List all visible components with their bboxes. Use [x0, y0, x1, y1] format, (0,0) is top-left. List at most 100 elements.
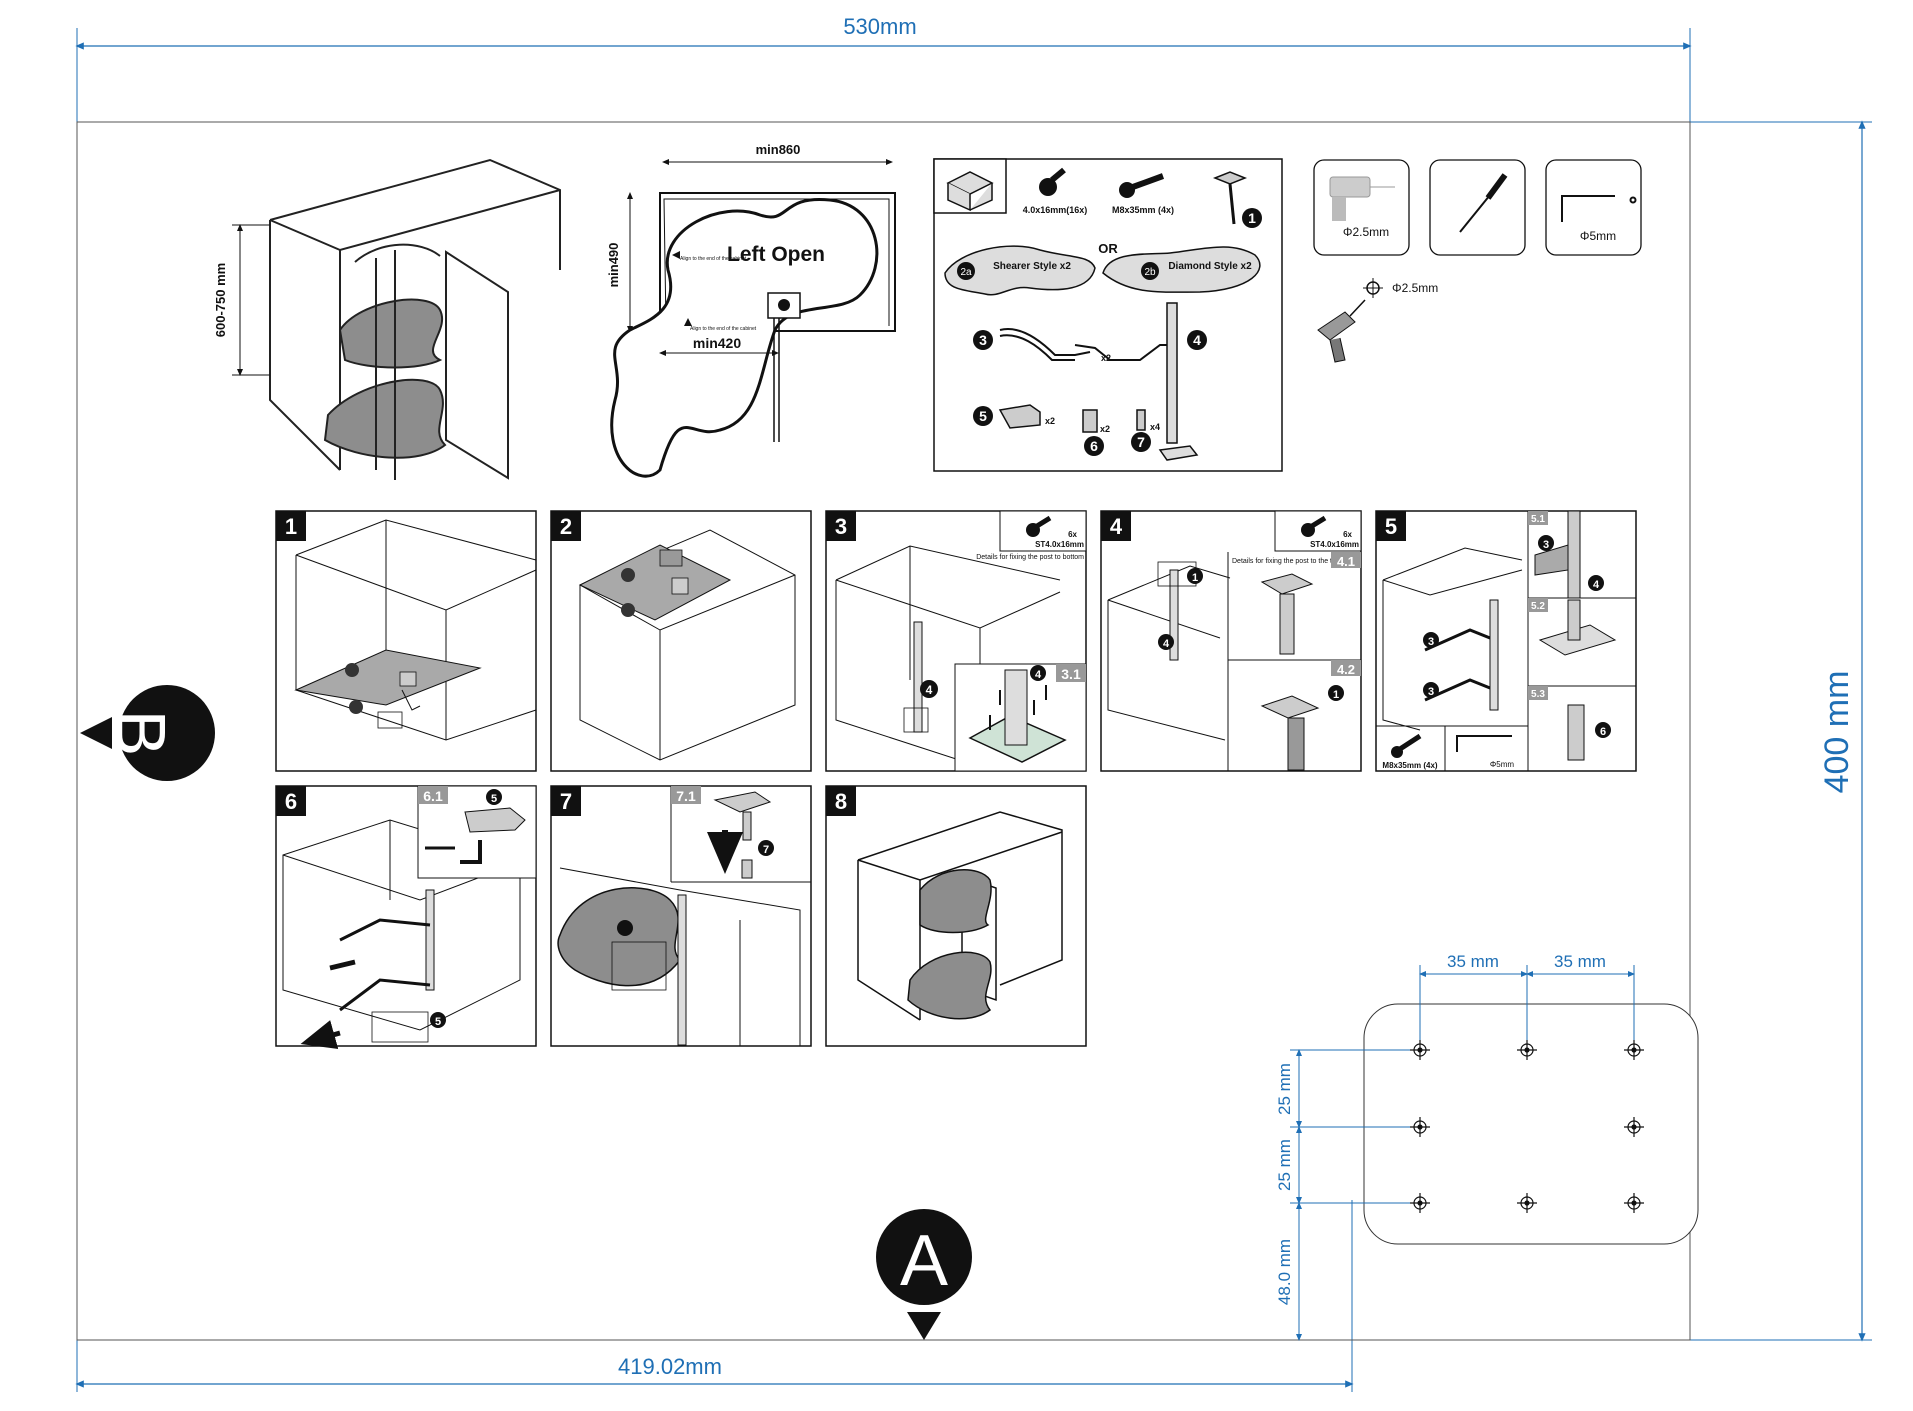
hole-bottom-offset: 48.0 mm [1275, 1239, 1294, 1305]
part-4-number: 4 [1193, 332, 1201, 348]
step-3-part-4: 4 [926, 683, 933, 697]
step-6-number: 6 [285, 789, 297, 814]
plan-align-note-2: Align to the end of the cabinet [690, 326, 757, 332]
tools-panel: Φ2.5mm Φ5mm Φ2.5mm [1313, 159, 1642, 363]
diamond-label: Diamond Style x2 [1168, 261, 1252, 272]
part-7-number: 7 [1137, 434, 1145, 450]
part-5-qty: x2 [1045, 416, 1055, 426]
hole-spacing-b: 35 mm [1554, 952, 1606, 971]
step-4-part-4: 4 [1163, 638, 1170, 650]
pilot-drill-icon [1317, 278, 1383, 363]
step-4-qty: 6x [1343, 530, 1352, 539]
parts-or-label: OR [1098, 241, 1118, 256]
step-8-number: 8 [835, 789, 847, 814]
part-7-qty: x4 [1150, 422, 1160, 432]
step-5-sub-part-4: 4 [1593, 579, 1600, 591]
pilot-drill-label: Φ2.5mm [1392, 281, 1438, 295]
step-5-hex: Φ5mm [1490, 760, 1514, 769]
screw-large-label: M8x35mm (4x) [1112, 205, 1174, 215]
plan-view: min860 min490 Left Open Align to the end… [606, 142, 896, 478]
shearer-label: Shearer Style x2 [993, 261, 1071, 272]
plan-min-opening: min420 [693, 335, 741, 351]
part-6-qty: x2 [1100, 424, 1110, 434]
part-2b-label: 2b [1144, 267, 1156, 278]
step-3-screw-icon [1026, 515, 1052, 537]
step-4-sub2: 4.2 [1337, 662, 1355, 677]
plan-min-depth: min490 [606, 243, 621, 288]
step-3-sub-part-4: 4 [1035, 669, 1042, 681]
part-6-number: 6 [1090, 438, 1098, 454]
screw-large-icon [1119, 173, 1165, 198]
pin-icon [1136, 409, 1146, 431]
step-5-bolt-icon [1391, 733, 1422, 758]
step-2-number: 2 [560, 514, 572, 539]
step-5-arm-bottom: 3 [1428, 686, 1434, 698]
step-5-spec: M8x35mm (4x) [1382, 761, 1437, 770]
part-1-number: 1 [1248, 210, 1256, 226]
plan-direction: Left Open [727, 243, 825, 266]
hole-markers [1410, 1040, 1644, 1213]
part-3-number: 3 [979, 332, 987, 348]
step-4-spec: ST4.0x16mm [1310, 540, 1359, 549]
dimension-top: 530mm [75, 14, 1692, 122]
dimension-right: 400 mm [1690, 120, 1872, 1342]
marker-a: A [876, 1209, 972, 1340]
marker-b-letter: B [102, 710, 180, 757]
step-8-panel: 8 [825, 785, 1087, 1047]
clamp-icon [998, 404, 1041, 429]
step-2-panel: 2 [550, 510, 812, 772]
hole-row-1: 25 mm [1275, 1063, 1294, 1115]
part-2a-label: 2a [960, 267, 972, 278]
dimension-bottom: 419.02mm [75, 1200, 1354, 1392]
sheet-border [76, 121, 1691, 1341]
step-5-panel: 5 3 3 5.1 5.2 5.3 3 4 6 [1375, 510, 1637, 772]
top-width-label: 530mm [843, 14, 916, 39]
arm-bracket-icon [999, 328, 1170, 361]
hex-key-icon [1561, 195, 1637, 222]
post-plate-icon [1212, 171, 1248, 225]
hole-spacing-a: 35 mm [1447, 952, 1499, 971]
step-3-spec: ST4.0x16mm [1035, 540, 1084, 549]
step-4-part-1: 1 [1192, 572, 1198, 584]
step-7-number: 7 [560, 789, 572, 814]
step-7-panel: 7 7.1 7 [550, 785, 812, 1047]
plan-align-note-1: Align to the end of the cabinet [680, 256, 747, 262]
parts-panel: 4.0x16mm(16x) M8x35mm (4x) 1 OR 2a Shear… [933, 158, 1283, 472]
step-1-number: 1 [285, 514, 297, 539]
screwdriver-icon [1459, 173, 1508, 233]
step-7-sub: 7.1 [676, 788, 696, 804]
box-icon [946, 171, 994, 212]
cabinet-overview [269, 158, 561, 480]
screw-small-label: 4.0x16mm(16x) [1023, 205, 1088, 215]
step-4-number: 4 [1110, 514, 1123, 539]
part-5-number: 5 [979, 408, 987, 424]
step-5-sub-part-3: 3 [1543, 539, 1549, 551]
step-3-number: 3 [835, 514, 847, 539]
marker-b: B [80, 685, 215, 781]
drill-icon [1329, 176, 1395, 221]
step-3-panel: 3 4 6x ST4.0x16mm Details for fixing the… [825, 510, 1087, 772]
step-5-arm-top: 3 [1428, 636, 1434, 648]
bottom-width-label: 419.02mm [618, 1354, 722, 1379]
right-height-label: 400 mm [1818, 671, 1856, 794]
step-3-sub: 3.1 [1061, 666, 1081, 682]
cabinet-height-label: 600-750 mm [213, 263, 228, 337]
step-5-sub3: 5.3 [1531, 689, 1545, 700]
step-5-sub: 5.1 [1531, 514, 1545, 525]
step-1-panel: 1 [275, 510, 537, 772]
drill-size-label: Φ2.5mm [1343, 225, 1389, 239]
step-4-screw-icon [1301, 515, 1327, 537]
step-6-sub-part-5: 5 [491, 793, 497, 805]
step-4-sub: 4.1 [1337, 554, 1355, 569]
hex-size-label: Φ5mm [1580, 229, 1616, 243]
step-6-sub: 6.1 [423, 788, 443, 804]
part-3-qty: x2 [1101, 353, 1111, 363]
hole-row-2: 25 mm [1275, 1139, 1294, 1191]
screw-small-icon [1039, 167, 1066, 196]
marker-a-letter: A [900, 1221, 948, 1301]
step-4-sub-part-1: 1 [1333, 689, 1339, 701]
step-5-sub2: 5.2 [1531, 601, 1545, 612]
diamond-shelf-icon [1102, 246, 1261, 293]
hole-pattern: 35 mm 35 mm 25 mm 25 mm 48.0 mm [1275, 952, 1699, 1341]
